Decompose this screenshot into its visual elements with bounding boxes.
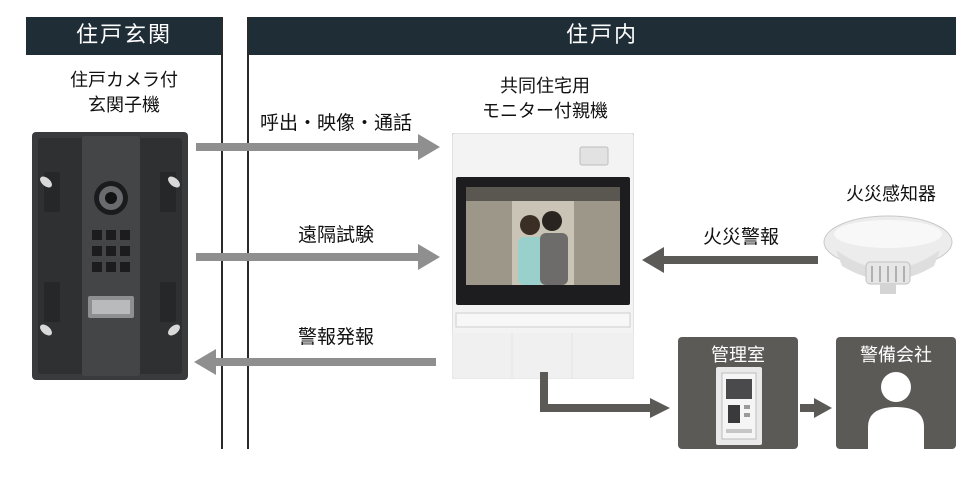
door-station-label: 住戸カメラ付 玄関子機 [26, 68, 222, 118]
arrow-to-management [540, 372, 670, 418]
arrow-alarm-out-label: 警報発報 [297, 326, 374, 348]
arrow-remote-test [196, 244, 440, 270]
divider-line-right [247, 17, 249, 449]
door-station-label-line2: 玄関子機 [88, 95, 160, 116]
monitor-image [452, 133, 634, 379]
arrow-alarm-out [194, 349, 436, 375]
arrow-call-label: 呼出・映像・通話 [259, 112, 412, 134]
management-panel-icon [716, 367, 762, 445]
header-entrance: 住戸玄関 [26, 17, 222, 55]
arrow-fire-alarm [642, 247, 818, 273]
arrow-remote-test-label: 遠隔試験 [297, 224, 374, 246]
door-station-label-line1: 住戸カメラ付 [70, 70, 178, 91]
divider-line-left [221, 17, 223, 449]
fire-detector-label: 火災感知器 [846, 184, 936, 205]
management-room-box: 管理室 [678, 337, 798, 449]
door-station-image [32, 132, 188, 380]
management-room-label: 管理室 [711, 345, 765, 366]
person-icon [868, 372, 924, 449]
monitor-label-line1: 共同住宅用 [500, 76, 590, 97]
header-interior: 住戸内 [248, 17, 956, 55]
fire-detector-image [823, 215, 953, 294]
monitor-label-line2: モニター付親機 [482, 101, 608, 122]
security-company-label: 警備会社 [860, 345, 932, 366]
security-company-box: 警備会社 [836, 337, 956, 449]
arrow-call [196, 134, 440, 160]
arrow-to-security [800, 398, 832, 418]
arrow-fire-alarm-label: 火災警報 [702, 226, 779, 248]
monitor-label: 共同住宅用 モニター付親機 [450, 74, 640, 124]
